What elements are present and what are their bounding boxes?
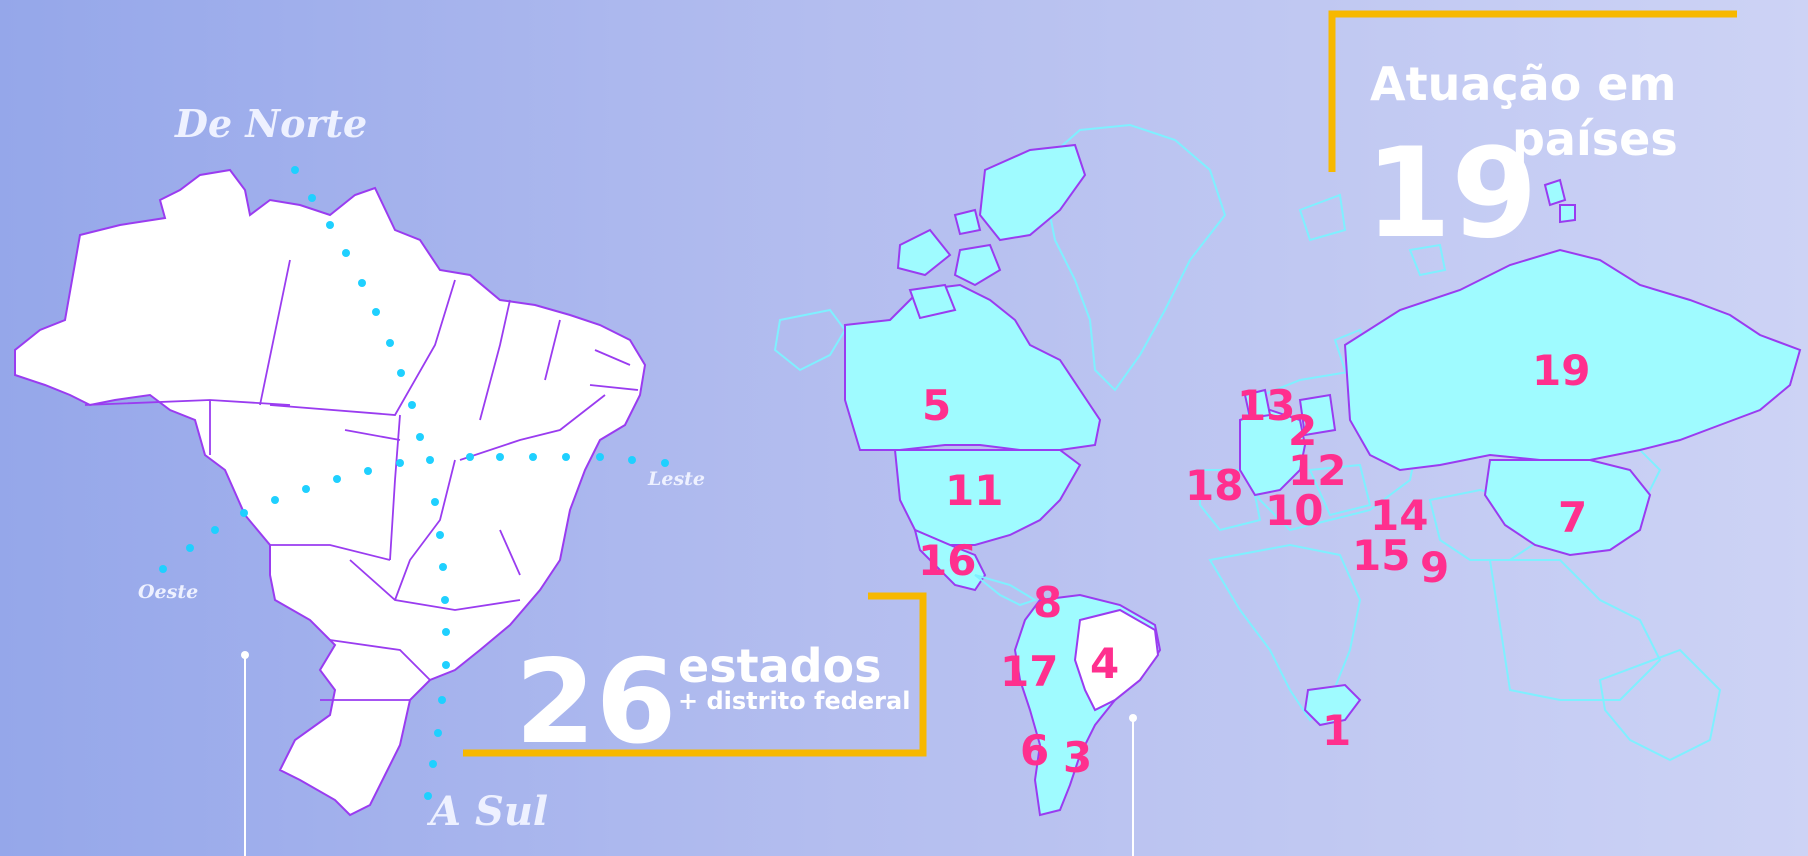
brazil-state-borders <box>84 259 639 701</box>
country-marker-1: 1 <box>1322 706 1351 755</box>
country-markers: 1 2 3 4 5 6 7 8 9 10 11 12 13 14 15 16 1… <box>918 346 1590 782</box>
landmass-canada <box>844 283 1102 451</box>
landmass-brazil-small <box>1073 608 1160 712</box>
north-label: De Norte <box>174 101 367 146</box>
brazil-map: De Norte Leste Oeste A Sul <box>14 101 705 856</box>
states-count: 26 <box>515 635 676 770</box>
country-marker-6: 6 <box>1020 726 1049 775</box>
west-label: Oeste <box>138 581 198 603</box>
countries-title-line2: países <box>1512 112 1678 166</box>
countries-count: 19 <box>1365 122 1538 266</box>
world-map <box>773 123 1802 856</box>
countries-title-line1: Atuação em <box>1370 57 1676 111</box>
brazil-outline <box>14 168 647 817</box>
states-word: estados <box>678 639 882 693</box>
countries-stat: Atuação em 19 países <box>1328 10 1737 266</box>
country-marker-10: 10 <box>1265 486 1323 535</box>
brazil-route-dots <box>159 166 669 800</box>
country-marker-19: 19 <box>1532 346 1590 395</box>
states-bracket <box>463 592 927 757</box>
landmass-europe <box>1239 408 1307 497</box>
landmass-china <box>1483 459 1652 557</box>
country-marker-5: 5 <box>922 381 951 430</box>
countries-bracket <box>1328 10 1737 172</box>
country-marker-8: 8 <box>1033 578 1062 627</box>
states-sub: + distrito federal <box>678 687 910 715</box>
country-marker-7: 7 <box>1558 493 1587 542</box>
country-marker-14: 14 <box>1370 491 1428 540</box>
landmass-mexico <box>913 528 987 592</box>
country-marker-12: 12 <box>1288 446 1346 495</box>
east-label: Leste <box>647 468 705 490</box>
landmass-russia <box>1343 248 1802 472</box>
landmass-usa <box>893 449 1082 546</box>
country-marker-3: 3 <box>1063 733 1092 782</box>
country-marker-9: 9 <box>1420 543 1449 592</box>
south-label: A Sul <box>426 788 548 835</box>
country-marker-15: 15 <box>1352 531 1410 580</box>
landmass-greenland-islands <box>978 143 1087 242</box>
landmass-south-africa <box>1303 683 1362 727</box>
country-marker-13: 13 <box>1237 381 1295 430</box>
country-marker-16: 16 <box>918 536 976 585</box>
country-marker-18: 18 <box>1185 461 1243 510</box>
states-stat: 26 estados + distrito federal <box>463 592 927 770</box>
country-marker-2: 2 <box>1288 406 1317 455</box>
country-marker-4: 4 <box>1090 639 1119 688</box>
country-marker-17: 17 <box>1000 647 1058 696</box>
country-marker-11: 11 <box>945 466 1003 515</box>
